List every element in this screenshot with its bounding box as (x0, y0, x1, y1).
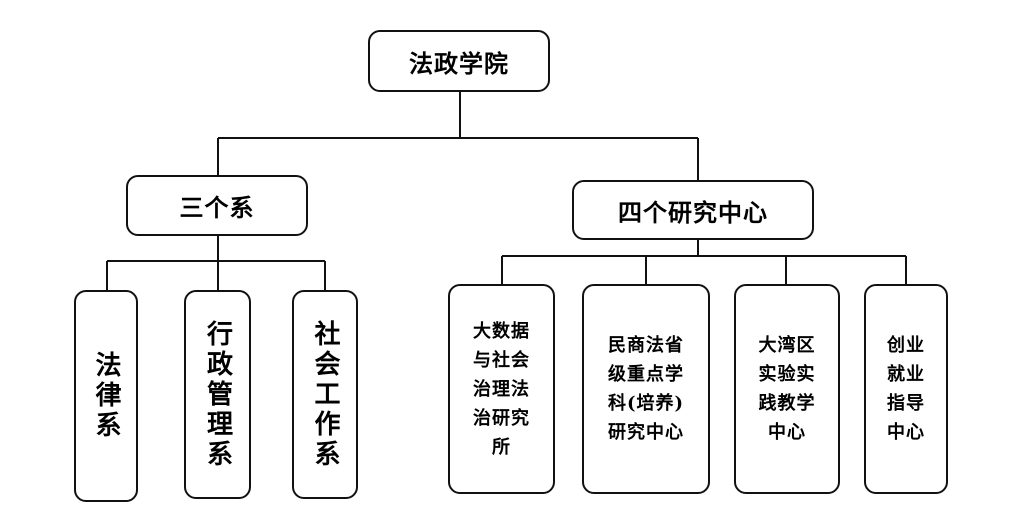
center-text-line: 大数据 (473, 320, 530, 342)
department-label: 社会工作系 (310, 319, 340, 470)
departments-node: 三个系 (126, 175, 308, 236)
departments-label: 三个系 (179, 193, 255, 222)
center-text-line: 与社会 (473, 349, 530, 371)
center-text-line: 就业 (887, 364, 925, 385)
center-text-line: 践教学 (758, 393, 816, 414)
center-text-line: 级重点学 (607, 364, 684, 385)
center-text: 大数据 与社会 治理法 治研究 所 (473, 317, 530, 462)
centers-node: 四个研究中心 (572, 180, 814, 240)
center-text-line: 指导 (887, 393, 925, 414)
department-node-law: 法律系 (74, 290, 138, 502)
center-node-bay-area-practice: 大湾区 实验实 践教学 中心 (734, 284, 840, 494)
center-text-line: 民商法省 (607, 335, 684, 356)
center-text-line: 中心 (768, 422, 806, 443)
center-text: 民商法省 级重点学 科(培养) 研究中心 (608, 331, 684, 447)
center-text-line: 治理法 (473, 378, 530, 400)
center-text-line: 创业 (887, 335, 925, 356)
center-text-line: 所 (492, 436, 511, 458)
center-text-line: 中心 (887, 422, 925, 443)
centers-label: 四个研究中心 (618, 197, 768, 227)
department-node-social-work: 社会工作系 (292, 290, 358, 499)
department-label: 法律系 (91, 351, 121, 441)
department-node-public-admin: 行政管理系 (184, 290, 251, 499)
center-text-line: 科(培养) (607, 393, 685, 414)
center-text: 创业 就业 指导 中心 (887, 331, 925, 447)
center-text-line: 实验实 (758, 364, 816, 385)
center-node-civil-commercial-law: 民商法省 级重点学 科(培养) 研究中心 (582, 284, 710, 494)
root-node: 法政学院 (368, 30, 550, 92)
department-label: 行政管理系 (202, 319, 233, 470)
center-text: 大湾区 实验实 践教学 中心 (759, 331, 816, 447)
center-node-big-data: 大数据 与社会 治理法 治研究 所 (448, 284, 555, 494)
center-text-line: 大湾区 (758, 335, 816, 356)
center-node-career-guidance: 创业 就业 指导 中心 (864, 284, 948, 494)
center-text-line: 研究中心 (607, 422, 684, 443)
center-text-line: 治研究 (473, 407, 530, 429)
root-label: 法政学院 (409, 48, 509, 78)
